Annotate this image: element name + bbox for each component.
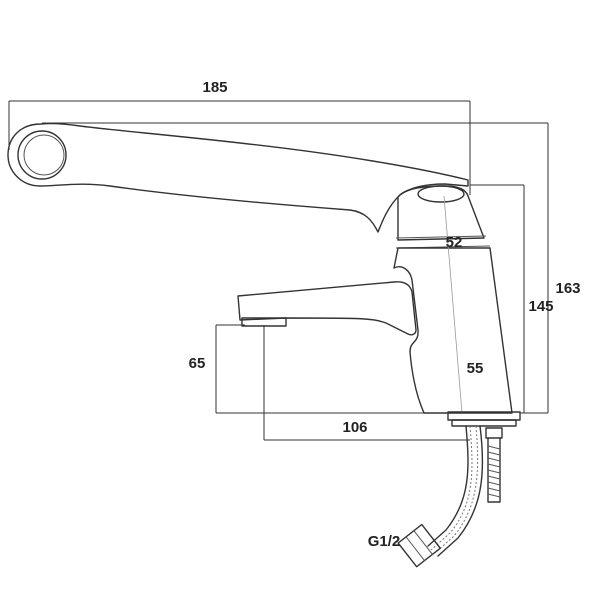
dim-label-145: 145	[528, 298, 553, 315]
connector-nut	[397, 523, 441, 568]
dimension-lines	[8, 100, 549, 441]
lever-handle	[7, 122, 469, 233]
dim-label-52: 52	[446, 234, 463, 251]
cartridge-cap	[397, 185, 485, 241]
dim-label-65: 65	[189, 355, 206, 372]
hose-braid-1	[430, 425, 473, 551]
dimension-labels: 185 163 145 52 55 65 106 G1/2	[189, 79, 581, 550]
base-washer	[451, 419, 517, 427]
dim-label-106: 106	[342, 419, 367, 436]
connector-nut-edge-2	[413, 530, 433, 555]
cartridge-body	[395, 185, 491, 249]
spout-aerator	[241, 317, 287, 327]
spout-outline	[237, 281, 417, 336]
cartridge-top-opening	[417, 185, 465, 203]
spout	[237, 281, 417, 336]
lever-outline	[7, 122, 469, 233]
connector-nut-edge-1	[405, 536, 425, 561]
body-outline	[393, 247, 513, 414]
body-centre-line	[443, 195, 463, 414]
dim-label-55: 55	[467, 360, 484, 377]
faucet-main-body	[393, 195, 513, 414]
lever-end-ring	[17, 130, 67, 180]
dim-label-185: 185	[202, 79, 227, 96]
dim-label-163: 163	[555, 280, 580, 297]
flexible-hose	[397, 425, 484, 568]
thread-label: G1/2	[368, 533, 401, 550]
base-mount	[447, 411, 521, 503]
hose-outer-top	[427, 425, 469, 547]
hose-outer-bottom	[437, 425, 484, 557]
lever-end-ring-inner	[23, 134, 65, 176]
stud-nut	[485, 427, 503, 439]
cartridge-ring-top	[395, 235, 487, 239]
hose-connector	[397, 523, 441, 568]
hose-braid-2	[434, 425, 479, 554]
stud-threads	[487, 445, 501, 498]
